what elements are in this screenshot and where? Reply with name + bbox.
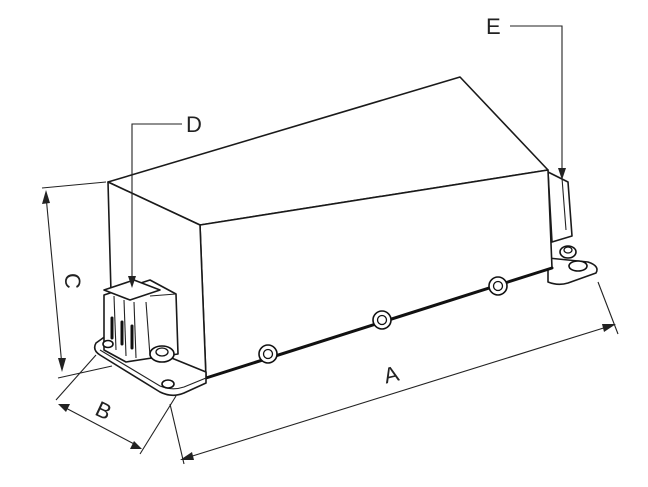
left-flange-hole-1 — [102, 339, 114, 349]
dimension-b-extension-left — [55, 354, 97, 401]
leader-d-arrow — [128, 276, 136, 288]
terminal-top-edge — [149, 293, 177, 297]
right-connector-block — [547, 171, 573, 243]
terminal-block-top — [103, 279, 161, 301]
dimension-a-extension-left — [169, 403, 185, 465]
terminal-divider-3 — [133, 301, 137, 359]
dimension-c-line — [45, 195, 63, 367]
dimension-a-arrow-left — [180, 452, 194, 460]
left-flange-edge — [99, 349, 207, 390]
right-connector-detail — [561, 177, 567, 231]
dimension-a-line — [185, 325, 611, 459]
right-flange-hole — [568, 260, 588, 272]
leader-e-label: E — [486, 14, 501, 39]
front-screw-2-icon — [372, 310, 392, 330]
dimension-c-label: C — [59, 273, 85, 289]
terminal-divider-4 — [145, 301, 151, 357]
dimension-b-arrow-left — [58, 404, 70, 412]
terminal-divider-2 — [123, 299, 127, 357]
dimension-c-arrow-bottom — [58, 358, 66, 372]
dimension-c-arrow-top — [42, 190, 50, 204]
terminal-divider-1 — [113, 295, 117, 351]
front-screw-1-icon — [258, 344, 278, 364]
dimension-a-arrow-right — [602, 324, 616, 332]
dimension-c-extension-bottom — [57, 365, 113, 379]
right-screw-head — [563, 246, 573, 254]
dimension-b-line — [61, 405, 139, 447]
leader-e-arrow — [558, 168, 566, 180]
dimension-c-extension-top — [41, 181, 107, 189]
left-flange-hole-2 — [161, 379, 175, 389]
leader-d-label: D — [186, 112, 202, 137]
dimension-a-extension-right — [597, 281, 619, 335]
dimension-b-arrow-right — [130, 441, 142, 449]
terminal-screw-head — [155, 347, 169, 357]
leader-d-line — [131, 123, 182, 282]
front-screw-3-icon — [488, 276, 508, 296]
leader-e-line — [510, 25, 563, 174]
